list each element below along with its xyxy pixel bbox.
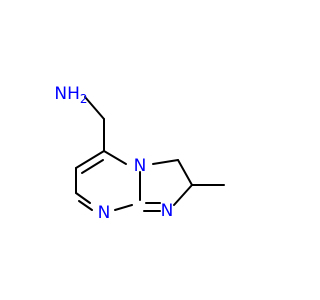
bond-n4-ch2 [152,159,179,165]
molecule-structure: NH2 N N N [54,84,225,223]
bond-c3-c5-double [81,159,104,174]
bond-n1-c2 [75,192,91,204]
bond-c5-n4 [103,150,127,165]
amine-symbol: NH [54,84,80,104]
bond-nh2-ch2 [84,96,105,120]
imine-nitrogen-label: N [161,201,174,221]
bond-ch2-chme [177,159,193,186]
amine-label: NH2 [54,84,87,106]
bond-c3-c5 [75,150,105,169]
bond-c8a-n1 [114,204,133,211]
ring-nitrogen-label: N [98,203,111,223]
bond-chme-n [173,184,193,206]
amine-subscript: 2 [80,92,88,106]
bond-n1-c2-double [78,200,93,211]
bridge-nitrogen-label: N [134,156,147,176]
